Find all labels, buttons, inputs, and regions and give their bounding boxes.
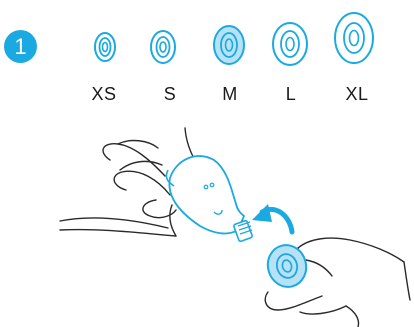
ear-tip-in-hand-icon [263,241,311,291]
earbud-illustration [166,156,252,242]
curved-arrow-icon [252,204,292,232]
